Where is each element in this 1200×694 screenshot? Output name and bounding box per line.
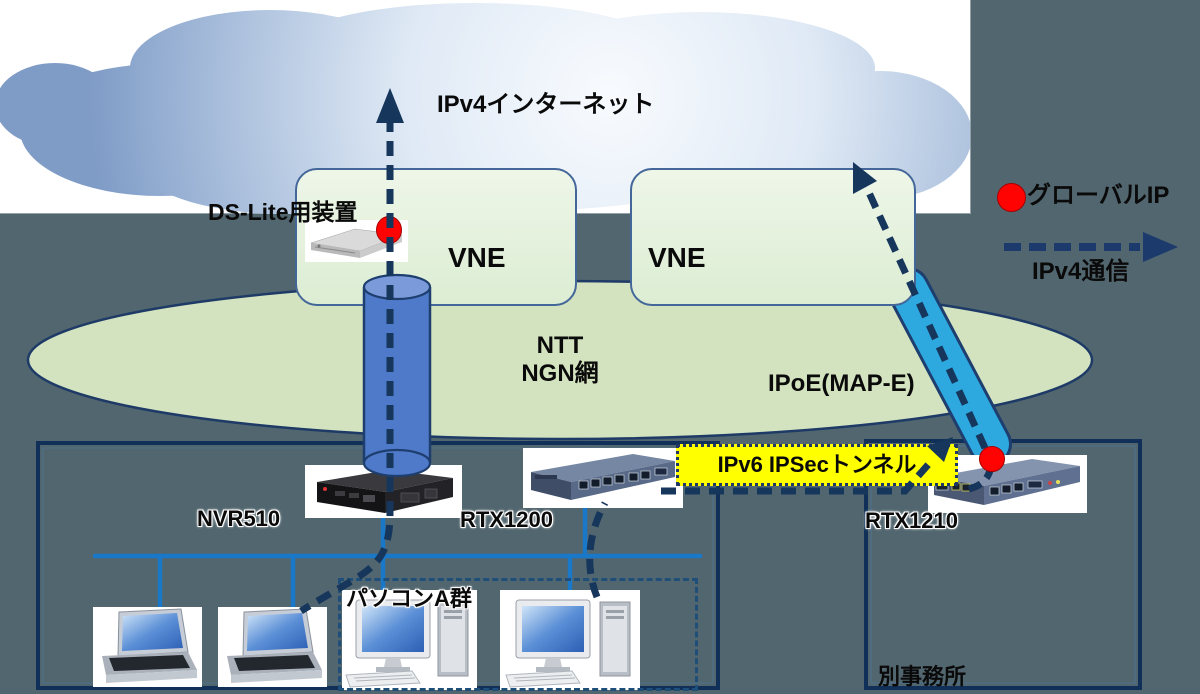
- rtx1210-label: RTX1210: [865, 508, 958, 533]
- ipsec-tunnel-badge: IPv6 IPSecトンネル: [676, 444, 958, 486]
- dslite-device-image: [305, 220, 408, 262]
- global-ip-legend-dot: [997, 183, 1026, 212]
- dslite-device-icon: [310, 228, 403, 258]
- ipoe-label: IPoE(MAP-E): [768, 370, 915, 397]
- ipv4-traffic-legend-label: IPv4通信: [1032, 258, 1130, 285]
- internet-label: IPv4インターネット: [437, 91, 655, 118]
- ngn-label-line1: NTT: [536, 332, 584, 359]
- global-ip-legend-label: グローバルIP: [1027, 182, 1170, 209]
- nvr510-image: [305, 465, 462, 518]
- pc-group-label: パソコンA群: [346, 586, 472, 611]
- branch-office-label: 別事務所: [878, 664, 967, 689]
- mape-tunnel-tube: [886, 267, 1012, 466]
- laptop-icon: [102, 608, 197, 683]
- vne1-label: VNE: [448, 242, 506, 273]
- laptop-icon: [227, 608, 322, 683]
- vne-box-2: [630, 168, 916, 306]
- ngn-label-line2: NGN網: [521, 360, 599, 387]
- pc-group-box: [338, 578, 698, 691]
- desktop-pc-2-image: [500, 590, 640, 690]
- ngn-label: NTT NGN網: [460, 332, 660, 388]
- ipsec-tunnel-label: IPv6 IPSecトンネル: [717, 452, 917, 478]
- rtx1200-router-icon: [531, 454, 675, 500]
- laptop-2-image: [218, 607, 327, 687]
- nvr510-label: NVR510: [197, 506, 281, 531]
- laptop-1-image: [93, 607, 202, 687]
- rtx1200-label: RTX1200: [460, 507, 553, 532]
- desktop-pc-icon: [505, 599, 631, 688]
- right-arrowhead-icon: [1143, 232, 1178, 262]
- dslite-device-label: DS-Lite用装置: [208, 199, 358, 225]
- nvr510-router-icon: [317, 470, 453, 513]
- rtx1200-image: [523, 448, 683, 508]
- vne2-label: VNE: [648, 242, 706, 273]
